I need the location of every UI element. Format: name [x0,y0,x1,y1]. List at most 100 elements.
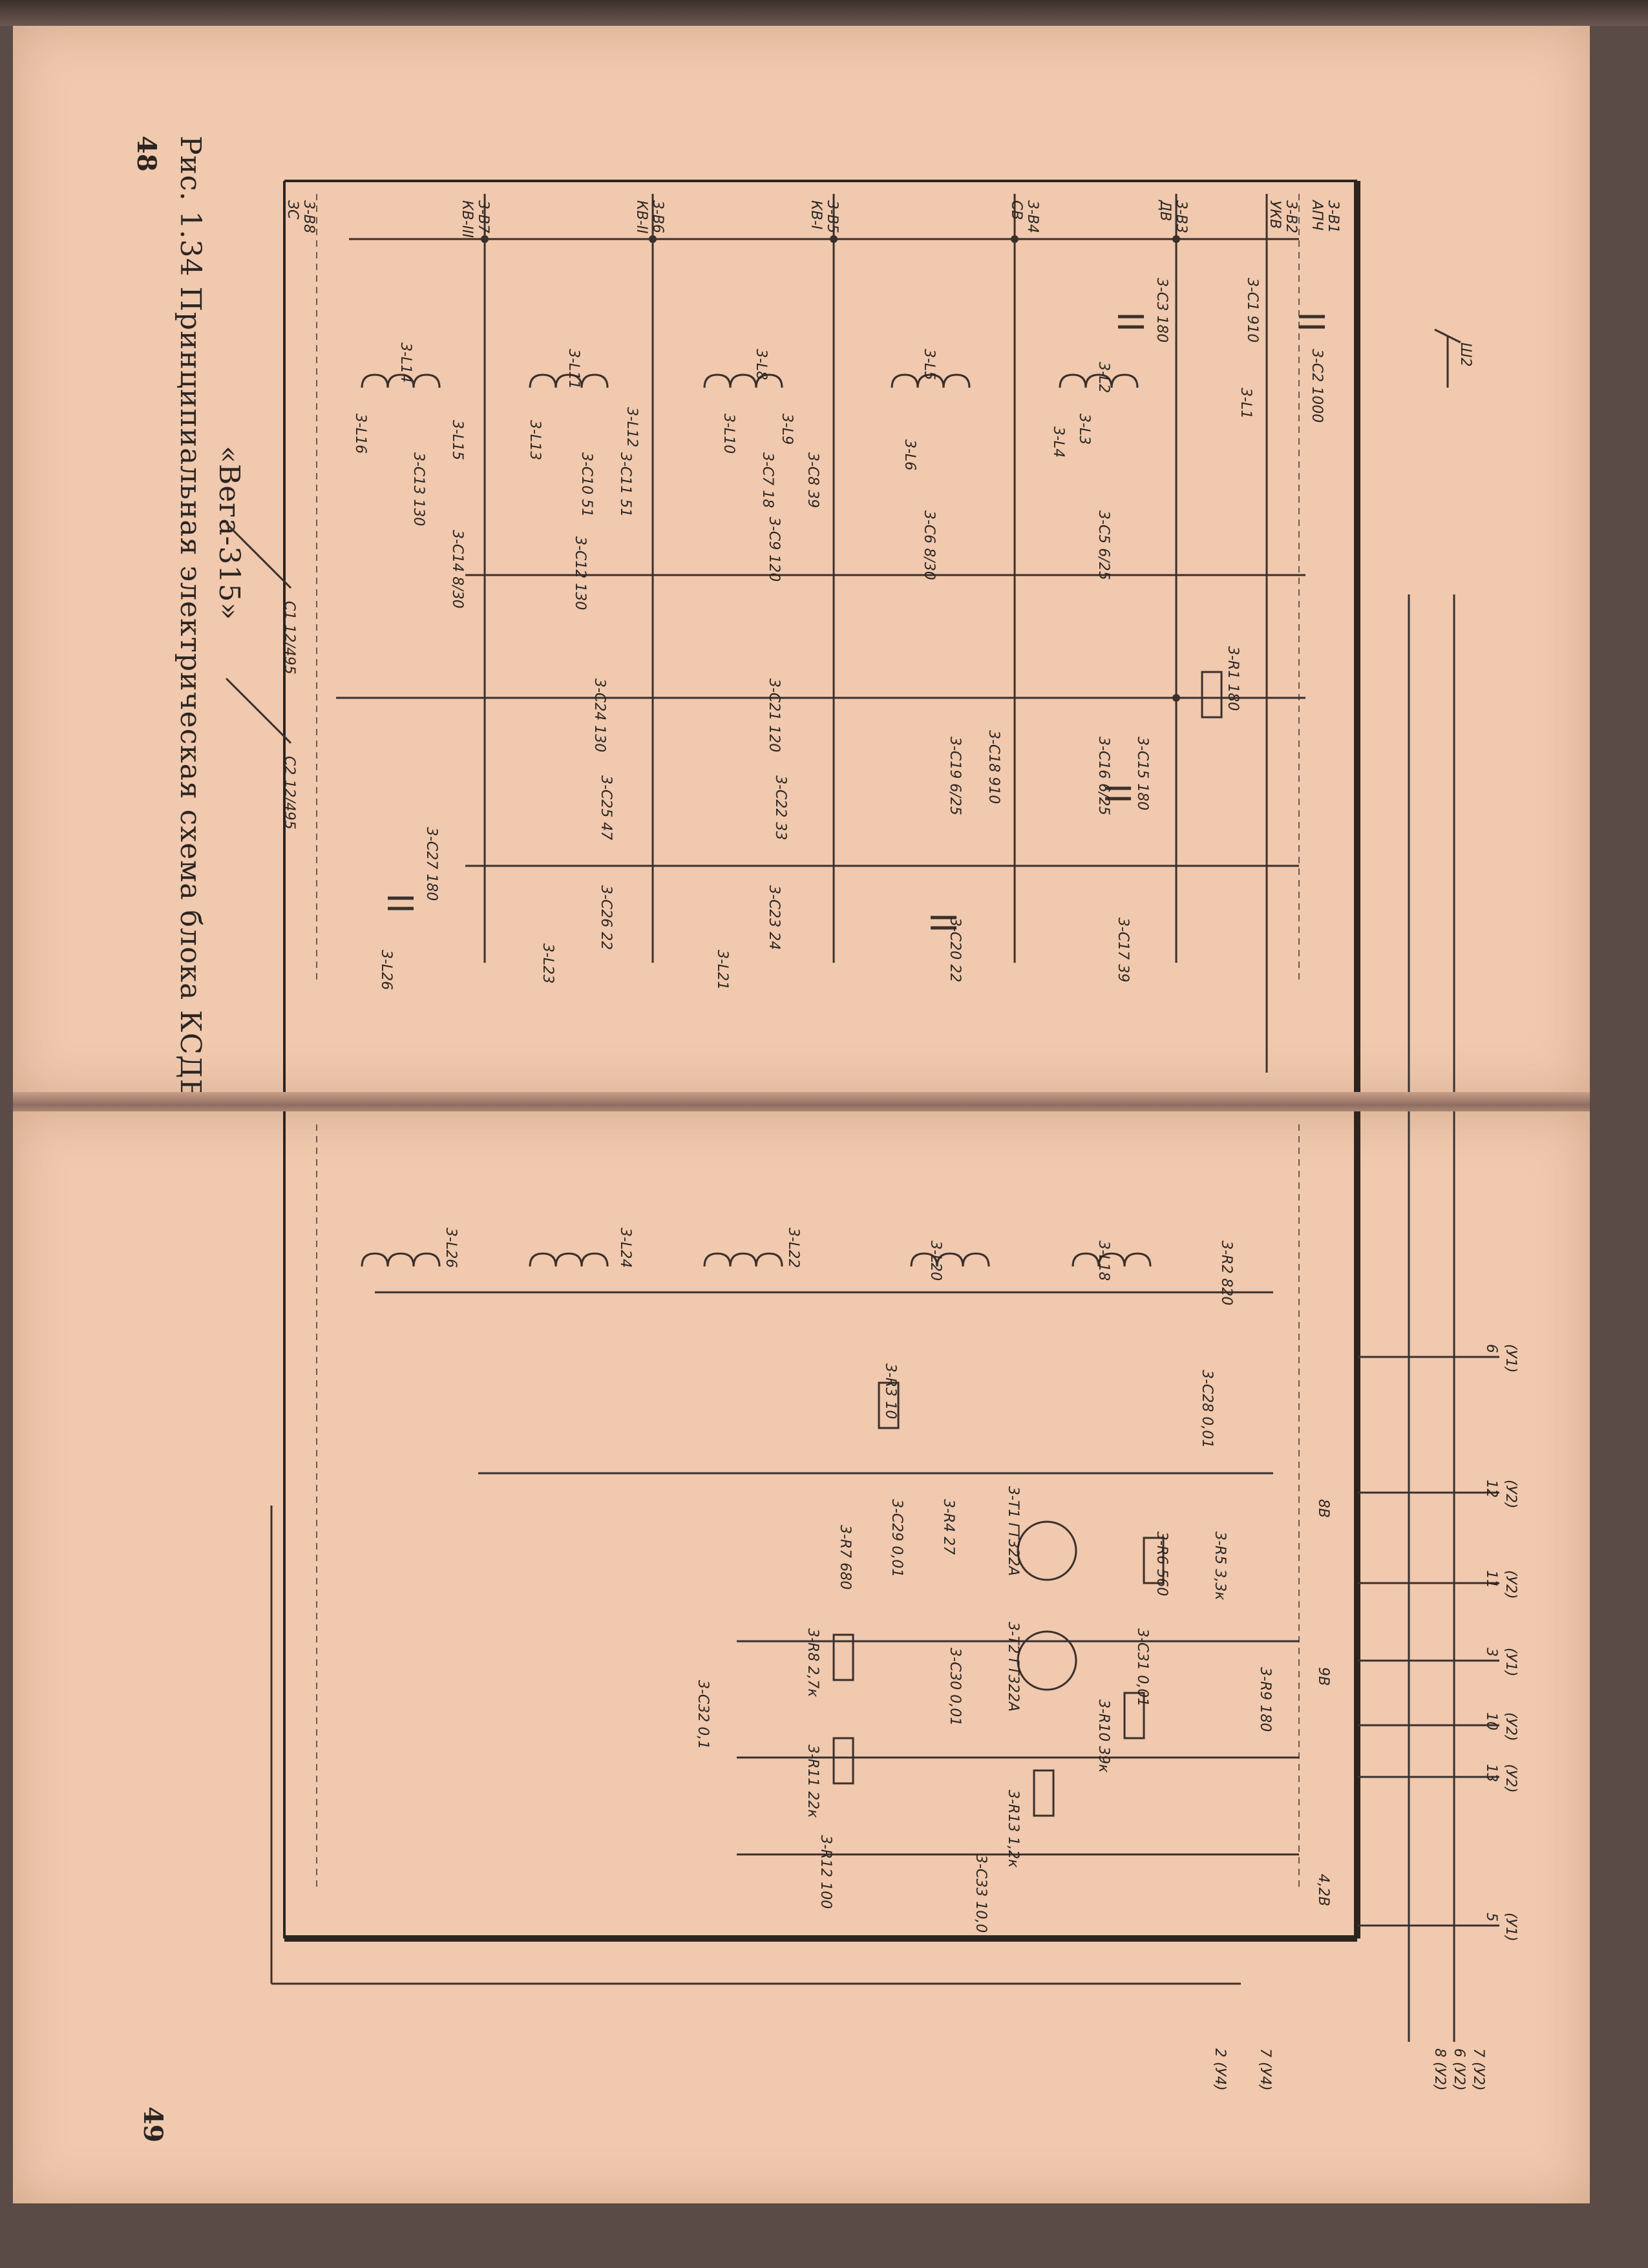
component-label: 3-R7 680 [837,1525,853,1590]
component-label: 3-R3 10 [882,1363,898,1420]
capacitor-group [388,315,1325,930]
component-label: 3-L6 [902,439,918,471]
component-label: С2 12/495 [281,756,297,830]
component-label: 3-С6 8/30 [921,510,937,580]
component-label: 3-L23 [540,943,556,984]
connector-label: Ш2 [1457,342,1474,367]
component-label: 3-С29 0,01 [889,1499,905,1578]
component-label: 3-С16 6/25 [1095,737,1112,815]
component-label: 3-Т1 ГТ322А [1005,1486,1021,1577]
band-name: АПЧ [1309,200,1325,231]
component-label: 3-С1 910 [1244,278,1260,343]
component-label: С1 12/495 [281,601,297,675]
component-label: 3-L24 [617,1228,633,1268]
band-pin: 3-В6 [650,200,666,234]
component-label: 3-R12 100 [818,1835,834,1909]
component-label: 3-L8 [753,349,769,381]
book-top-edge [0,0,1648,26]
band-name: ДВ [1157,200,1173,222]
component-label: 3-Т2 ГТ322А [1005,1622,1021,1712]
component-label: 3-L2 [1095,362,1112,394]
component-label: 3-С14 8/30 [449,530,465,609]
terminal-value: 6 [1483,1344,1499,1353]
component-label: 3-С8 39 [805,452,821,509]
component-label: 3-R1 180 [1225,646,1241,711]
component-label: 3-L12 [624,407,640,448]
component-label: 3-С22 33 [772,775,788,841]
band-name: КВ-I [808,200,824,230]
band-name: ЗС [284,200,301,220]
band-pin: 3-В3 [1173,200,1189,234]
terminal-value: 5 [1483,1913,1499,1922]
component-label: 3-L11 [565,349,582,390]
page-number-right: 49 [138,2106,168,2143]
component-label: 3-С20 22 [947,918,963,983]
band-name: УКВ [1267,200,1283,229]
component-label: 3-L16 [352,414,368,454]
page-48: 48 Рис. 1.34 Принципиальная электрическа… [13,26,1590,1317]
component-label: 3-L21 [714,950,730,991]
terminal-value: 12 [1483,1480,1499,1498]
band-name: КВ-III [459,200,475,238]
component-label: 3-С9 120 [766,517,782,582]
component-label: 3-С7 18 [759,452,776,509]
component-label: 3-L10 [721,414,737,454]
component-label: 3-R11 22к [805,1745,821,1818]
schematic-left [225,180,1461,1098]
component-label: 3-R2 820 [1218,1241,1234,1306]
band-pin: 3-В8 [301,200,317,234]
supply-label: 9В [1315,1667,1331,1686]
component-label: 3-С18 910 [986,730,1002,804]
terminal-value: 3 [1483,1648,1499,1657]
component-label: 3-L1 [1238,388,1254,419]
component-label: 3-С15 180 [1134,737,1150,811]
component-label: 3-С33 10,0 [973,1854,989,1933]
component-label: 3-С17 39 [1115,918,1131,983]
terminal-label: (У2) [1503,1764,1519,1793]
terminal-label: 7 (У4) [1257,2048,1273,2091]
terminal-label: (У2) [1503,1570,1519,1599]
component-label: 3-R6 560 [1154,1531,1170,1597]
component-label: 3-С3 180 [1154,278,1170,343]
component-label: 3-L14 [397,342,414,383]
component-label: 3-L13 [527,420,543,461]
component-label: 3-R13 1,2к [1005,1790,1021,1868]
terminal-label: 6 (У2) [1451,2048,1467,2091]
component-label: 3-R9 180 [1257,1667,1273,1732]
terminal-value: 13 [1483,1764,1499,1782]
page-49: 3-L18 3-L20 3-L22 3-L24 3-L26 3-R2 820 3… [13,1111,1590,2203]
variable-cap-C2 [225,677,292,744]
terminal-label: (У2) [1503,1480,1519,1509]
component-label: 3-L5 [921,349,937,381]
component-label: 3-L15 [449,420,465,461]
band-pin: 3-В1 [1325,200,1341,234]
terminal-label: (У2) [1503,1712,1519,1741]
component-label: 3-L3 [1076,414,1092,445]
component-label: 3-С27 180 [423,827,439,901]
component-label: 3-С19 6/25 [947,737,963,815]
terminal-label: 2 (У4) [1212,2048,1228,2091]
band-name: СВ [1008,200,1024,220]
band-pin: 3-В4 [1024,200,1041,234]
component-label: 3-L26 [443,1228,459,1268]
terminal-label: 8 (У2) [1431,2048,1448,2091]
component-label: 3-L20 [927,1241,944,1281]
component-label: 3-С10 51 [578,452,595,518]
component-label: 3-R8 2,7к [805,1628,821,1697]
band-pin: 3-В2 [1283,200,1299,234]
supply-label: 4,2В [1315,1874,1331,1907]
component-label: 3-С28 0,01 [1199,1370,1215,1449]
component-label: 3-С32 0,1 [695,1680,711,1750]
component-label: 3-С13 130 [410,452,427,527]
component-label: 3-R10 39к [1095,1699,1112,1773]
band-name: КВ-II [633,200,650,234]
band-pin: 3-В7 [475,200,491,234]
coil-group [361,373,1139,388]
component-label: 3-С5 6/25 [1095,510,1112,580]
band-pin: 3-В5 [824,200,840,234]
terminal-value: 11 [1483,1570,1499,1588]
transistor-3-T2 [1017,1630,1077,1691]
component-label: 3-С11 51 [617,452,633,518]
component-label: 3-С25 47 [598,775,614,841]
component-label: 3-С2 1000 [1309,349,1325,423]
